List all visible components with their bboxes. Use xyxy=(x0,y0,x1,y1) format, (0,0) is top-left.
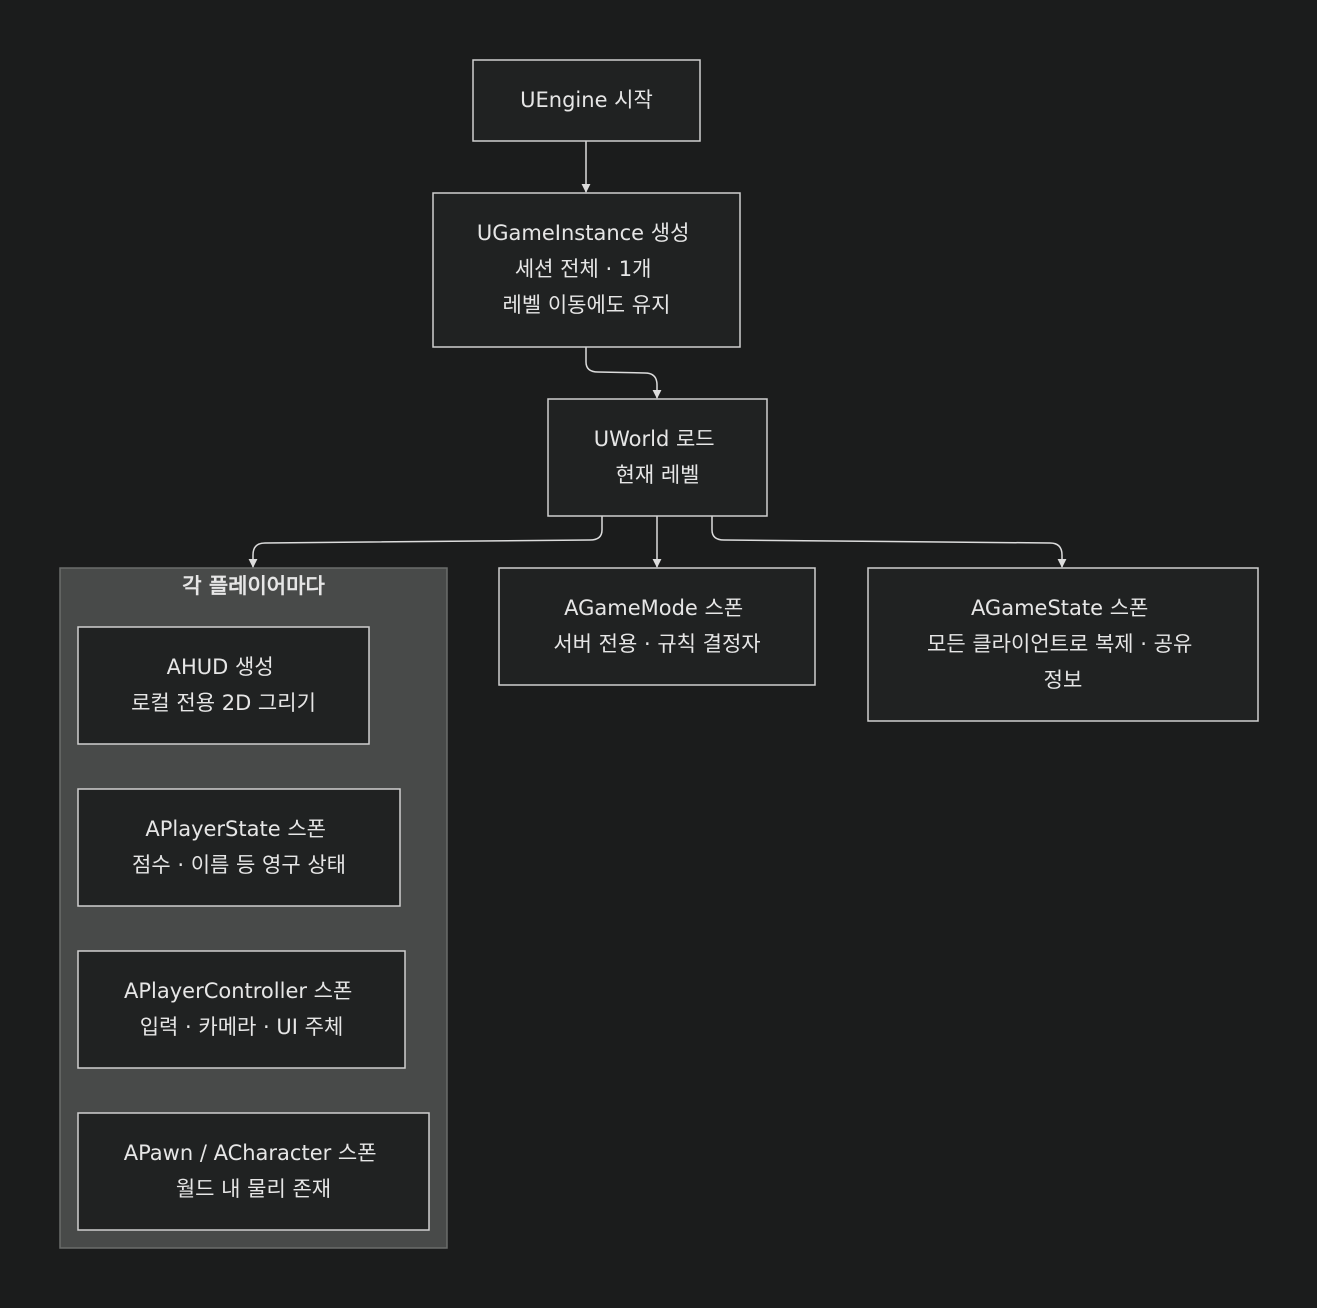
node-label: UEngine 시작 xyxy=(520,88,653,112)
node-label: AHUD 생성 로컬 전용 2D 그리기 xyxy=(131,655,316,715)
node-label: UGameInstance 생성 세션 전체 · 1개 레벨 이동에도 유지 xyxy=(477,221,696,317)
node-label: APawn / ACharacter 스폰 월드 내 물리 존재 xyxy=(124,1141,384,1201)
node-label-line: 레벨 이동에도 유지 xyxy=(503,293,671,317)
node-aplayerstate: APlayerState 스폰 점수 · 이름 등 영구 상태 xyxy=(77,788,401,907)
node-uworld: UWorld 로드 현재 레벨 xyxy=(547,398,768,517)
node-label-line: UGameInstance 생성 xyxy=(477,221,690,245)
node-label-line: 세션 전체 · 1개 xyxy=(515,257,652,281)
node-apawn: APawn / ACharacter 스폰 월드 내 물리 존재 xyxy=(77,1112,430,1231)
edge-uworld-to-cluster xyxy=(248,516,603,568)
node-label-line: UEngine 시작 xyxy=(520,88,653,112)
node-label-line: 점수 · 이름 등 영구 상태 xyxy=(132,853,346,877)
node-box xyxy=(498,567,816,686)
node-label: APlayerState 스폰 점수 · 이름 등 영구 상태 xyxy=(132,817,346,877)
node-box xyxy=(472,59,701,142)
node-label: AGameMode 스폰 서버 전용 · 규칙 결정자 xyxy=(553,596,760,656)
node-label-line: 모든 클라이언트로 복제 · 공유 xyxy=(927,632,1192,656)
node-box xyxy=(432,192,741,348)
node-label-line: 월드 내 물리 존재 xyxy=(176,1177,331,1201)
node-label-line: APlayerController 스폰 xyxy=(124,979,352,1003)
node-label-line: UWorld 로드 xyxy=(594,427,715,451)
node-ahud: AHUD 생성 로컬 전용 2D 그리기 xyxy=(77,626,370,745)
node-aplayercontroller: APlayerController 스폰 입력 · 카메라 · UI 주체 xyxy=(77,950,406,1069)
cluster-title: 각 플레이어마다 xyxy=(182,574,325,598)
edge-ugameinstance-to-uworld xyxy=(585,347,662,399)
node-uengine: UEngine 시작 xyxy=(472,59,701,142)
node-label: UWorld 로드 현재 레벨 xyxy=(594,427,722,487)
edge-uworld-to-agamestate xyxy=(711,516,1067,568)
node-label-line: 서버 전용 · 규칙 결정자 xyxy=(553,632,760,656)
node-agamemode: AGameMode 스폰 서버 전용 · 규칙 결정자 xyxy=(498,567,816,686)
node-ugameinstance: UGameInstance 생성 세션 전체 · 1개 레벨 이동에도 유지 xyxy=(432,192,741,348)
node-label-line: 현재 레벨 xyxy=(616,463,700,487)
node-label-line: 입력 · 카메라 · UI 주체 xyxy=(140,1015,344,1039)
node-box xyxy=(77,950,406,1069)
edges xyxy=(248,141,1067,568)
node-box xyxy=(77,1112,430,1231)
node-label-line: AGameMode 스폰 xyxy=(564,596,743,620)
node-label-line: AHUD 생성 xyxy=(167,655,274,679)
node-label-line: 정보 xyxy=(1044,668,1083,692)
node-box xyxy=(547,398,768,517)
node-agamestate: AGameState 스폰 모든 클라이언트로 복제 · 공유 정보 xyxy=(867,567,1259,722)
node-box xyxy=(77,788,401,907)
node-label: APlayerController 스폰 입력 · 카메라 · UI 주체 xyxy=(124,979,359,1039)
node-label-line: 로컬 전용 2D 그리기 xyxy=(131,691,316,715)
node-label-line: APlayerState 스폰 xyxy=(145,817,326,841)
node-box xyxy=(77,626,370,745)
node-box xyxy=(867,567,1259,722)
node-label-line: AGameState 스폰 xyxy=(971,596,1148,620)
node-label-line: APawn / ACharacter 스폰 xyxy=(124,1141,377,1165)
node-label: AGameState 스폰 모든 클라이언트로 복제 · 공유 정보 xyxy=(927,596,1199,692)
